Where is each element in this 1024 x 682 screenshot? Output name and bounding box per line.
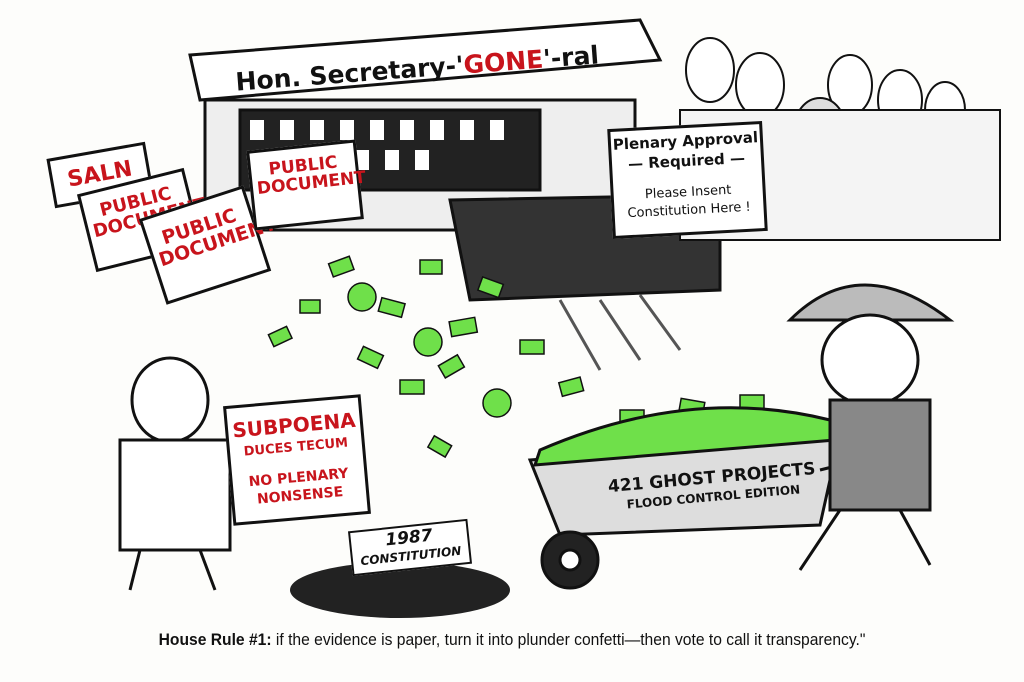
plenary-approval-sign: Plenary Approval — Required — Please Ins… bbox=[607, 121, 768, 239]
subpoena-sign: SUBPOENA DUCES TECUM NO PLENARY NONSENSE bbox=[223, 394, 371, 526]
plenary-line4: Constitution Here ! bbox=[627, 199, 752, 222]
hardhat-worker bbox=[786, 283, 955, 571]
title-suffix: '-ral bbox=[542, 40, 600, 74]
caption: House Rule #1: if the evidence is paper,… bbox=[41, 630, 983, 650]
title-highlight: GONE bbox=[462, 44, 545, 80]
caption-lead: House Rule #1: bbox=[158, 630, 272, 649]
public-document-label: PUBLIC DOCUMENT bbox=[256, 152, 367, 199]
wheelbarrow bbox=[527, 406, 881, 590]
caption-text: if the evidence is paper, turn it into p… bbox=[271, 630, 866, 649]
public-document-label: PUBLIC DOCUMENT bbox=[156, 204, 280, 272]
plenary-line2: — Required — bbox=[627, 148, 746, 174]
drain-hole bbox=[290, 562, 510, 618]
public-document-3: PUBLIC DOCUMENT bbox=[246, 139, 367, 231]
official-with-subpoena bbox=[118, 356, 232, 591]
